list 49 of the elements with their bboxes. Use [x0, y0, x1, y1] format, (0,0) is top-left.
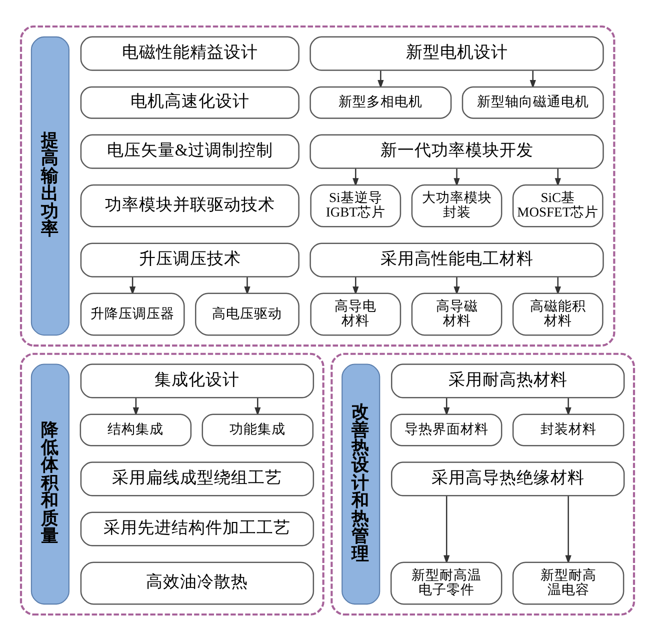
node-box: 电机高速化设计	[80, 86, 300, 118]
node-box: 升降压调压器	[80, 292, 185, 336]
node-box: 高效油冷散热	[80, 561, 314, 604]
node-box: 大功率模块封装	[411, 184, 502, 227]
arrow	[454, 276, 460, 295]
node-box: 封装材料	[512, 413, 624, 446]
node-box: 高磁能积材料	[512, 292, 604, 336]
node-box: 高导磁材料	[411, 292, 502, 336]
node-box: 采用高导热绝缘材料	[391, 461, 625, 496]
arrow	[352, 276, 359, 295]
node-box: 功率模块并联驱动技术	[80, 184, 300, 227]
arrow	[565, 495, 572, 564]
arrow	[554, 276, 561, 295]
arrow	[530, 70, 536, 88]
node-box: 高电压驱动	[195, 292, 300, 336]
node-box: 电压矢量&过调制控制	[80, 134, 300, 168]
node-box: 升压调压技术	[80, 242, 300, 277]
node-box: 新型多相电机	[310, 86, 452, 118]
cluster	[20, 24, 616, 346]
node-box: 新一代功率模块开发	[310, 134, 604, 168]
node-box: 电磁性能精益设计	[80, 36, 300, 70]
node-box: 采用耐高热材料	[391, 363, 625, 398]
cluster	[330, 352, 636, 616]
arrow	[565, 397, 572, 416]
arrow	[254, 397, 261, 416]
arrow	[244, 276, 250, 295]
cluster	[20, 352, 324, 616]
arrow	[444, 495, 450, 564]
node-box: 功能集成	[202, 413, 314, 446]
node-box: 结构集成	[80, 413, 192, 446]
arrow	[132, 397, 139, 416]
node-box: 新型轴向磁通电机	[462, 86, 604, 118]
node-box: 新型耐高温电容	[512, 561, 624, 604]
arrow	[352, 168, 359, 186]
node-box: 采用扁线成型绕组工艺	[80, 461, 314, 496]
node-box: 导热界面材料	[390, 413, 502, 446]
arrow	[378, 70, 384, 88]
node-box: 采用高性能电工材料	[310, 242, 604, 277]
node-box: 集成化设计	[80, 363, 314, 398]
node-box: 新型电机设计	[310, 36, 604, 70]
arrow	[129, 276, 136, 295]
node-box: 采用先进结构件加工工艺	[80, 511, 314, 546]
arrow	[554, 168, 561, 186]
arrow	[454, 168, 460, 186]
node-box: SiC基MOSFET芯片	[512, 184, 604, 227]
arrow	[444, 397, 450, 416]
node-box: 新型耐高温电子零件	[390, 561, 502, 604]
node-box: 高导电材料	[310, 292, 402, 336]
node-box: Si基逆导IGBT芯片	[310, 184, 402, 227]
